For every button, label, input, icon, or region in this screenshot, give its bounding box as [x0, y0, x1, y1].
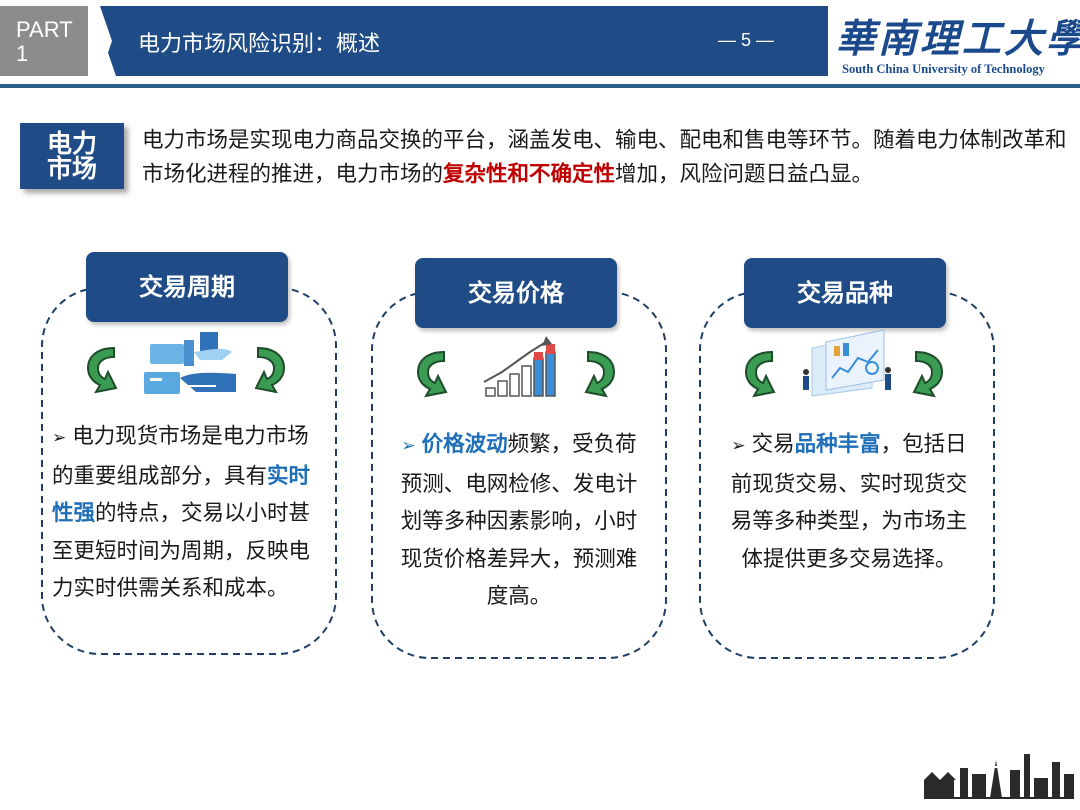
page-number: — 5 —	[718, 30, 775, 50]
city-skyline-icon	[924, 754, 1074, 799]
card-2-text-after: 频繁，受负荷预测、电网检修、发电计划等多种因素影响，小时现货价格差异大，预测难度…	[400, 432, 638, 609]
university-logo: 華南理工大學	[836, 8, 1080, 64]
card-2-highlight: 价格波动	[421, 432, 508, 457]
card-1-text-after: 的特点，交易以小时甚至更短时间为周期，反映电力实时供需关系和成本。	[52, 501, 311, 601]
intro-highlight: 复杂性和不确定性	[443, 162, 616, 187]
rising-bar-chart-icon	[483, 336, 556, 397]
intro-badge-line1: 电力	[46, 129, 97, 158]
intro-text-after: 增加，风险问题日益凸显。	[615, 162, 874, 187]
cycle-arrow-left-icon	[417, 351, 447, 397]
card-3-text-after: ，包括日前现货交易、实时现货交易等多种类型，为市场主体提供更多交易选择。	[730, 432, 968, 572]
card-1-body: ➢电力现货市场是电力市场的重要组成部分，具有实时性强的特点，交易以小时甚至更短时…	[52, 418, 328, 608]
bullet-arrow-icon: ➢	[52, 428, 67, 448]
card-1-title: 交易周期	[86, 252, 288, 322]
card-2-body: ➢价格波动频繁，受负荷预测、电网检修、发电计划等多种因素影响，小时现货价格差异大…	[392, 426, 646, 616]
intro-badge-line2: 市场	[46, 154, 97, 183]
card-1-text-before: 电力现货市场是电力市场的重要组成部分，具有	[52, 424, 309, 489]
cycle-arrow-left-icon	[745, 351, 775, 397]
card-3-highlight: 品种丰富	[794, 432, 881, 457]
cycle-arrow-right-icon	[255, 347, 285, 393]
cycle-arrow-left-icon	[87, 347, 117, 393]
card-3-title: 交易品种	[744, 258, 946, 328]
part-number: 1	[16, 41, 29, 66]
intro-text-before: 电力市场是实现电力商品交换的平台，涵盖发电、输电、配电和售电等环节。随着电力体制…	[142, 128, 1067, 187]
cycle-arrow-right-icon	[913, 351, 943, 397]
intro-badge: 电力 市场	[20, 123, 124, 189]
bullet-arrow-icon: ➢	[731, 436, 746, 456]
part-box	[0, 6, 88, 76]
logo-english: South China University of Technology	[842, 62, 1045, 76]
header-divider	[0, 84, 1080, 88]
card-3-body: ➢交易品种丰富，包括日前现货交易、实时现货交易等多种类型，为市场主体提供更多交易…	[722, 426, 976, 578]
bullet-arrow-icon: ➢	[401, 436, 416, 456]
card-2-title: 交易价格	[415, 258, 617, 328]
slide-title: 电力市场风险识别：概述	[138, 32, 381, 57]
logo-chinese: 華南理工大學	[836, 16, 1080, 62]
data-dashboard-icon	[803, 329, 891, 397]
intro-paragraph: 电力市场是实现电力商品交换的平台，涵盖发电、输电、配电和售电等环节。随着电力体制…	[142, 124, 1072, 192]
handshake-money-icon	[144, 332, 236, 394]
card-3-text-before: 交易	[751, 432, 795, 457]
cycle-arrow-right-icon	[585, 351, 615, 397]
card-1-highlight: 实时性强	[52, 463, 311, 527]
part-label-text: PART	[16, 17, 73, 42]
part-label: PART 1	[16, 18, 73, 66]
